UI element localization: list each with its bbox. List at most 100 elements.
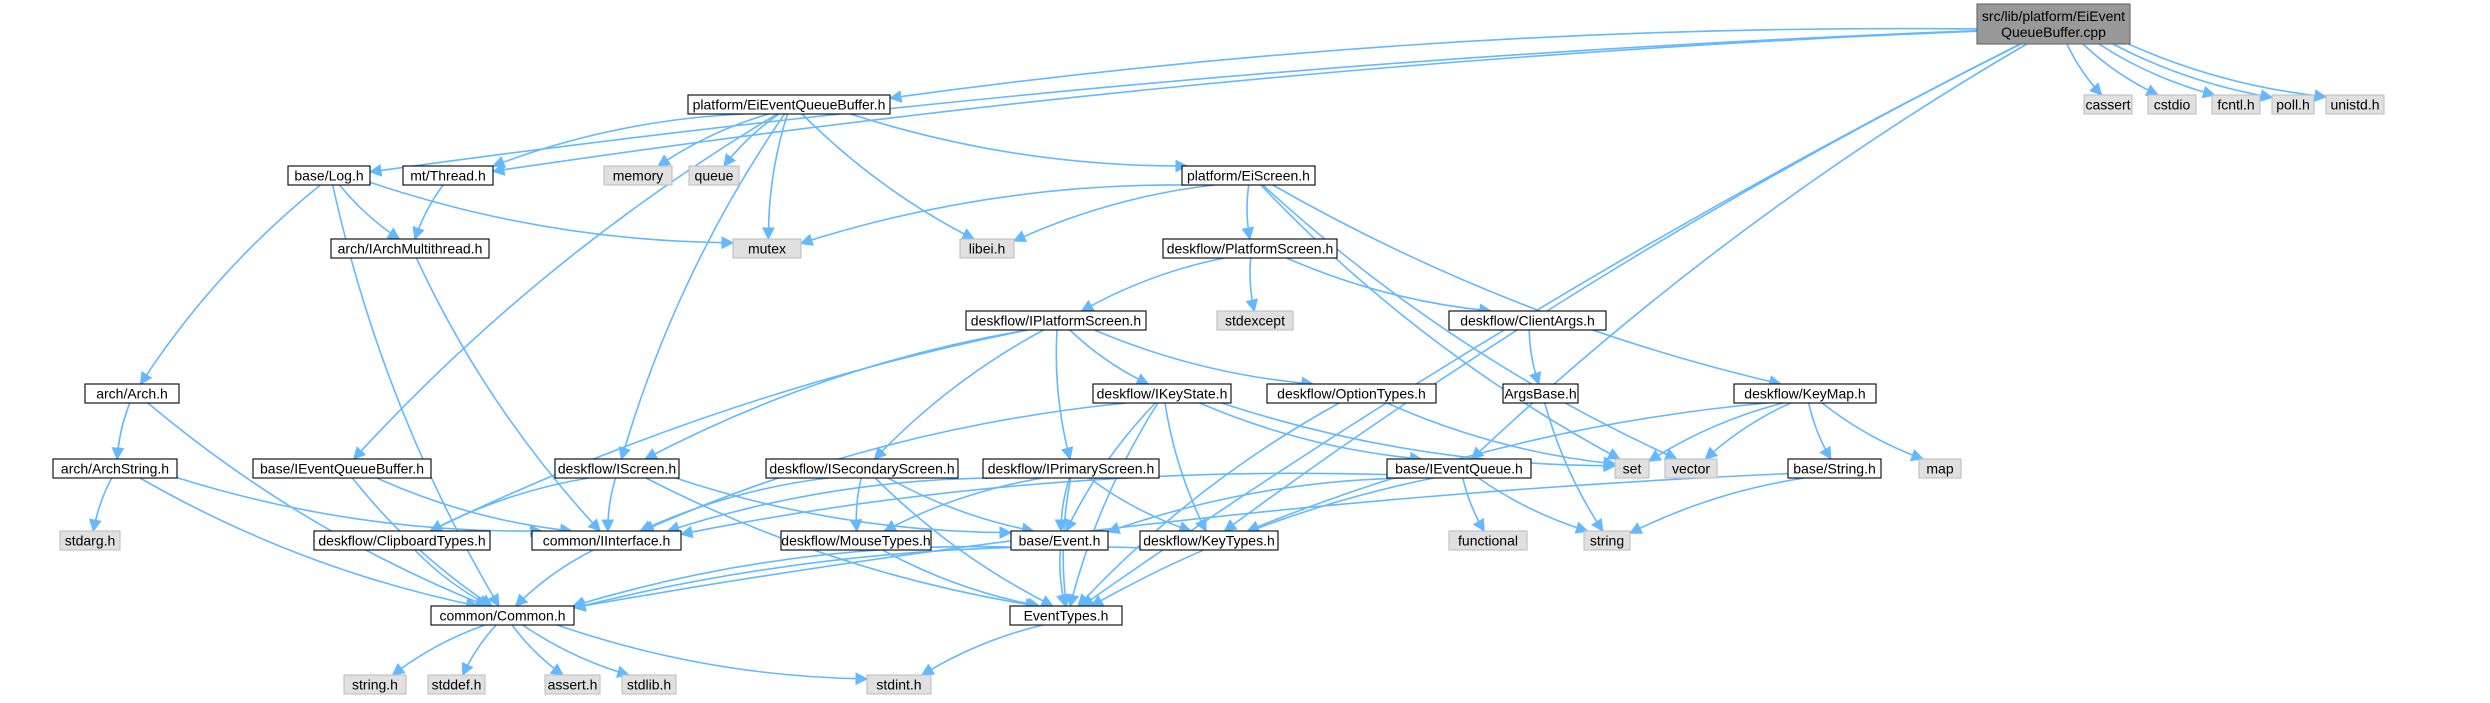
node-eventtypes[interactable]: EventTypes.h xyxy=(1009,605,1123,626)
node-eiscreen[interactable]: platform/EiScreen.h xyxy=(1181,165,1316,186)
edge-iplatformscreen-to-isecondary xyxy=(873,329,1044,460)
edge-optiontypes-to-eventtypes xyxy=(1077,402,1340,607)
node-root-label: QueueBuffer.cpp xyxy=(2001,24,2106,40)
node-cassert: cassert xyxy=(2083,94,2133,115)
node-ikeystate-box xyxy=(1092,383,1232,404)
edge-iplatformscreen-to-ikeystate xyxy=(1069,329,1150,385)
edge-eiqb_h-to-thread xyxy=(491,113,744,168)
node-event[interactable]: base/Event.h xyxy=(1010,530,1109,551)
node-optiontypes[interactable]: deskflow/OptionTypes.h xyxy=(1266,383,1437,404)
edge-root-to-log xyxy=(368,29,1978,177)
node-basestring-box xyxy=(1787,458,1882,479)
edge-root-to-unistd xyxy=(2128,43,2328,102)
node-eiqb_h-label: platform/EiEventQueueBuffer.h xyxy=(693,97,886,113)
node-memory-box xyxy=(603,165,673,186)
node-isecondary[interactable]: deskflow/ISecondaryScreen.h xyxy=(765,458,959,479)
node-thread[interactable]: mt/Thread.h xyxy=(402,165,494,186)
node-log-box xyxy=(287,165,371,186)
node-keytypes[interactable]: deskflow/KeyTypes.h xyxy=(1139,530,1279,551)
edge-argsbase-to-string xyxy=(1544,402,1604,533)
node-iplatformscreen-label: deskflow/IPlatformScreen.h xyxy=(971,313,1141,329)
edge-ieventqueue-to-functional xyxy=(1462,477,1485,533)
node-iplatformscreen[interactable]: deskflow/IPlatformScreen.h xyxy=(965,310,1147,331)
node-iinterface-box xyxy=(531,530,682,551)
edge-platformscreen-to-iplatformscreen xyxy=(1080,257,1225,312)
node-functional: functional xyxy=(1448,530,1528,551)
edge-eiqb_h-to-eiscreen xyxy=(850,113,1189,173)
node-common[interactable]: common/Common.h xyxy=(430,605,575,626)
edge-eiqb_h-to-queue xyxy=(723,113,780,168)
node-keymap-box xyxy=(1733,383,1877,404)
edge-eiqb_h-to-iscreen xyxy=(618,113,786,461)
node-vector-box xyxy=(1664,458,1718,479)
node-mousetypes[interactable]: deskflow/MouseTypes.h xyxy=(780,530,932,551)
node-keytypes-box xyxy=(1139,530,1279,551)
edge-clientargs-to-argsbase xyxy=(1528,329,1542,386)
node-poll-box xyxy=(2271,94,2315,115)
node-stdint-box xyxy=(866,674,932,695)
node-iinterface[interactable]: common/IInterface.h xyxy=(531,530,682,551)
node-iscreen[interactable]: deskflow/IScreen.h xyxy=(554,458,680,479)
edge-thread-to-iarchmt xyxy=(412,184,444,241)
node-eventtypes-label: EventTypes.h xyxy=(1024,608,1109,624)
node-queue-label: queue xyxy=(695,168,734,184)
node-poll: poll.h xyxy=(2271,94,2315,115)
edge-optiontypes-to-set xyxy=(1386,402,1617,470)
node-ieqb[interactable]: base/IEventQueueBuffer.h xyxy=(252,458,432,479)
node-platformscreen[interactable]: deskflow/PlatformScreen.h xyxy=(1162,238,1338,259)
edge-root-to-thread xyxy=(491,30,1978,176)
edge-root-to-cassert xyxy=(2066,43,2103,96)
node-vector-label: vector xyxy=(1672,461,1710,477)
node-basestring-label: base/String.h xyxy=(1793,461,1876,477)
edge-iscreen-to-event xyxy=(675,477,1013,539)
node-iprimary[interactable]: deskflow/IPrimaryScreen.h xyxy=(982,458,1160,479)
node-arch[interactable]: arch/Arch.h xyxy=(84,383,180,404)
node-mutex: mutex xyxy=(732,238,802,259)
node-iplatformscreen-box xyxy=(965,310,1147,331)
node-cstdio-label: cstdio xyxy=(2154,97,2191,113)
node-ikeystate[interactable]: deskflow/IKeyState.h xyxy=(1092,383,1232,404)
node-vector: vector xyxy=(1664,458,1718,479)
edge-iarchmt-to-iinterface xyxy=(415,257,601,532)
edge-iinterface-to-common xyxy=(514,549,594,607)
edge-iplatformscreen-to-clipboard xyxy=(429,329,1028,532)
node-root[interactable]: src/lib/platform/EiEventQueueBuffer.cpp xyxy=(1976,3,2131,45)
node-argsbase-label: ArgsBase.h xyxy=(1504,386,1576,402)
node-eventtypes-box xyxy=(1009,605,1123,626)
node-stdlib-box xyxy=(621,674,677,695)
edge-eiscreen-to-libei xyxy=(1012,184,1215,242)
node-map-box xyxy=(1918,458,1962,479)
node-clipboard[interactable]: deskflow/ClipboardTypes.h xyxy=(313,530,491,551)
edge-root-to-eventtypes xyxy=(1080,43,2021,607)
node-argsbase[interactable]: ArgsBase.h xyxy=(1502,383,1579,404)
node-keymap[interactable]: deskflow/KeyMap.h xyxy=(1733,383,1877,404)
node-basestring[interactable]: base/String.h xyxy=(1787,458,1882,479)
node-iprimary-label: deskflow/IPrimaryScreen.h xyxy=(988,461,1155,477)
node-stringh-box xyxy=(343,674,407,695)
node-log[interactable]: base/Log.h xyxy=(287,165,371,186)
node-thread-label: mt/Thread.h xyxy=(410,168,485,184)
node-archstring[interactable]: arch/ArchString.h xyxy=(52,458,178,479)
edge-common-to-stdlib xyxy=(522,624,631,678)
edge-log-to-arch xyxy=(139,184,321,386)
node-clientargs-box xyxy=(1448,310,1607,331)
node-iarchmt[interactable]: arch/IArchMultithread.h xyxy=(330,238,490,259)
node-poll-label: poll.h xyxy=(2276,97,2309,113)
node-clientargs[interactable]: deskflow/ClientArgs.h xyxy=(1448,310,1607,331)
node-root-box xyxy=(1976,3,2131,45)
node-clipboard-box xyxy=(313,530,491,551)
node-string: string xyxy=(1583,530,1631,551)
node-argsbase-box xyxy=(1502,383,1579,404)
node-eiqb_h[interactable]: platform/EiEventQueueBuffer.h xyxy=(687,94,891,115)
edge-ieventqueue-to-eventtypes xyxy=(1090,477,1434,607)
node-ieventqueue[interactable]: base/IEventQueue.h xyxy=(1386,458,1532,479)
edge-eiscreen-to-mutex xyxy=(799,184,1186,246)
node-unistd-label: unistd.h xyxy=(2330,97,2379,113)
node-mutex-box xyxy=(732,238,802,259)
node-stddef-label: stddef.h xyxy=(432,677,482,693)
edge-eiqb_h-to-libei xyxy=(801,113,976,240)
edge-platformscreen-to-clientargs xyxy=(1286,257,1493,317)
node-iscreen-box xyxy=(554,458,680,479)
edge-keymap-to-map xyxy=(1821,402,1925,462)
